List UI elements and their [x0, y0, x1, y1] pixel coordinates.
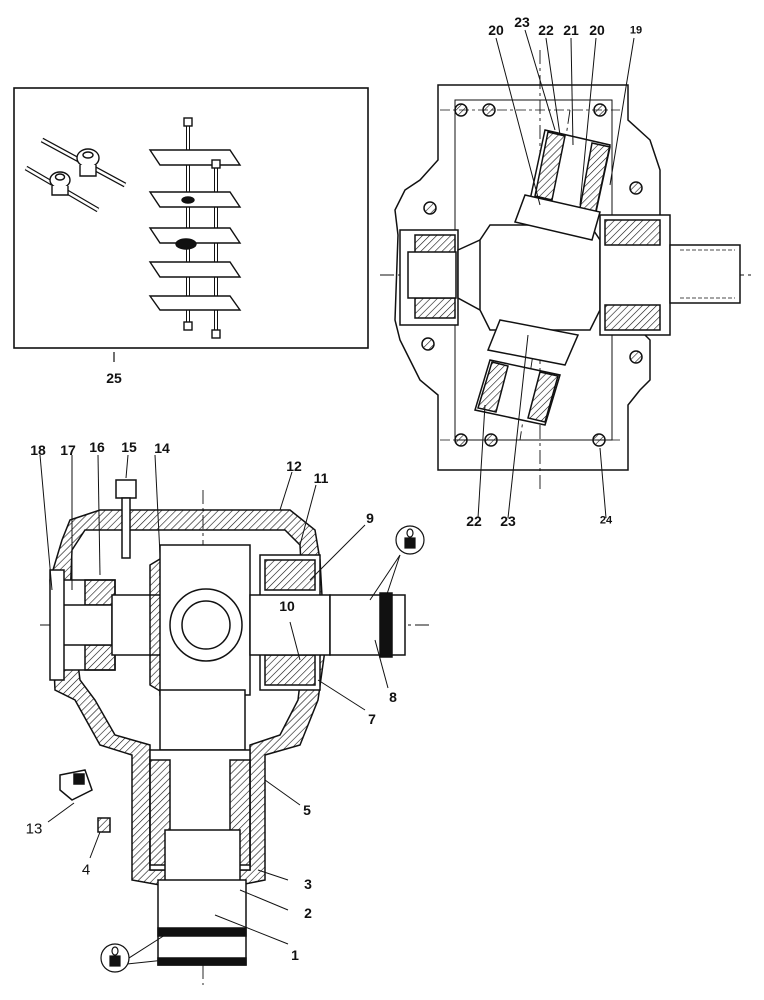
inset-label: 25: [106, 370, 122, 386]
tool-inset: [13, 87, 369, 362]
callout-18: 18: [30, 442, 46, 458]
callout-3: 3: [304, 876, 312, 892]
callout-22-top: 22: [538, 22, 554, 38]
locating-pin-lower: [24, 165, 100, 213]
callout-17: 17: [60, 442, 76, 458]
callout-10: 10: [279, 598, 295, 614]
callout-14: 14: [154, 440, 170, 456]
callout-23-bottom: 23: [500, 513, 516, 529]
inset-frame: [13, 87, 369, 349]
lubrication-symbol-bottom: [100, 943, 130, 973]
callout-23-top: 23: [514, 14, 530, 30]
plate-fixture: [148, 117, 242, 339]
section-view-bottom: [39, 29, 635, 985]
callout-13: 13: [25, 820, 43, 838]
callout-20-left: 20: [488, 22, 504, 38]
callout-4: 4: [81, 861, 91, 879]
callout-20-right: 20: [589, 22, 605, 38]
callout-12: 12: [286, 458, 302, 474]
callout-1: 1: [291, 947, 299, 963]
callout-22-bottom: 22: [466, 513, 482, 529]
callout-16: 16: [89, 439, 105, 455]
callout-15: 15: [121, 439, 137, 455]
section-view-top: [380, 50, 755, 490]
callout-2: 2: [304, 905, 312, 921]
callout-24: 24: [599, 514, 613, 527]
callout-7: 7: [368, 711, 376, 727]
callout-19: 19: [629, 24, 643, 37]
lubrication-symbol-right: [395, 525, 425, 555]
callout-9: 9: [366, 510, 374, 526]
callout-8: 8: [389, 689, 397, 705]
callout-5: 5: [303, 802, 311, 818]
housing-outline: [394, 84, 661, 471]
callout-11: 11: [313, 470, 329, 486]
locating-pin-upper: [40, 137, 127, 188]
callout-21: 21: [563, 22, 579, 38]
